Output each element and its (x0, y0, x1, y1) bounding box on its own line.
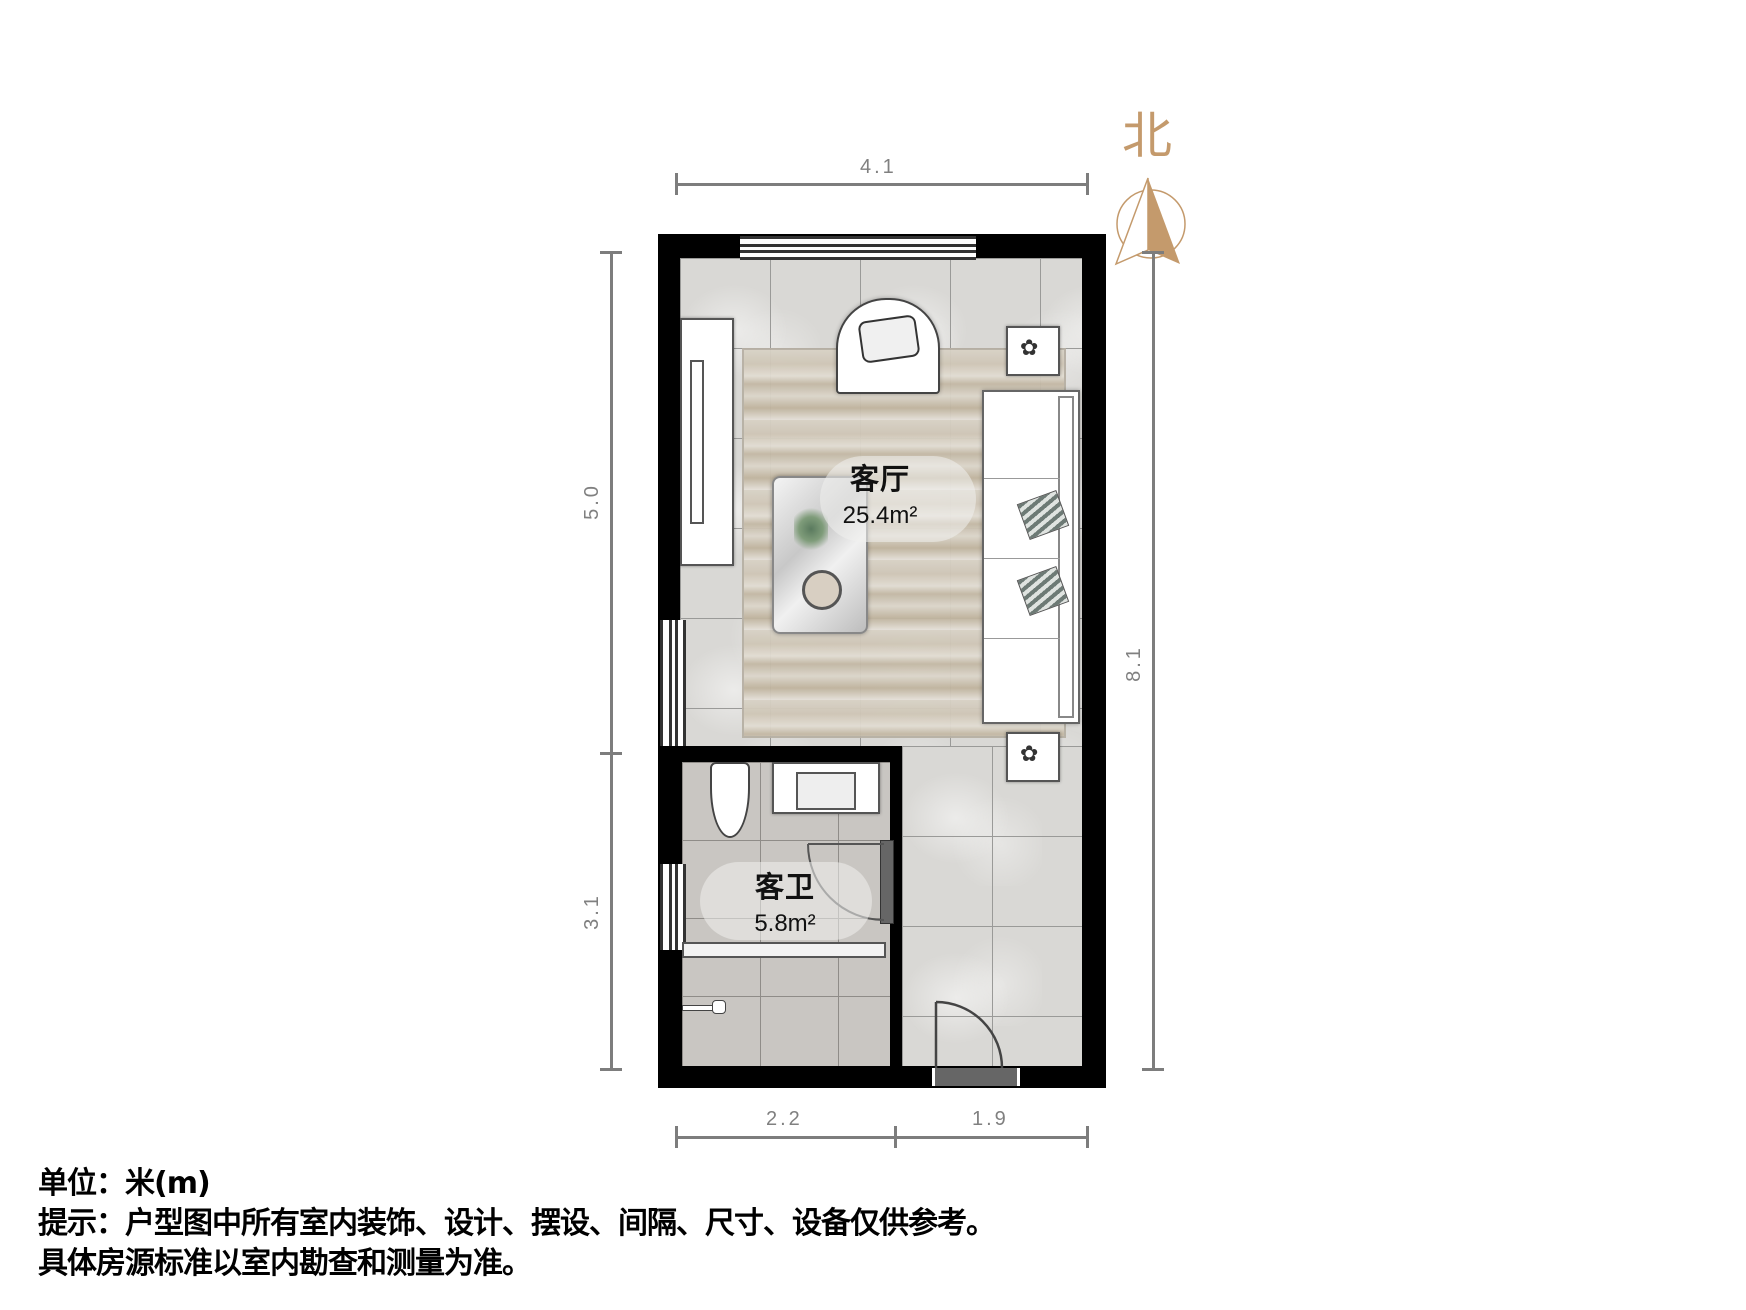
toilet (710, 762, 750, 838)
flower-icon: ✿ (1020, 336, 1039, 361)
compass: 北 (1108, 96, 1198, 276)
side-table-bottom: ✿ (1006, 732, 1060, 782)
window-left-living (660, 620, 686, 746)
shower-fixture (682, 1000, 726, 1014)
room-name: 客卫 (754, 870, 815, 904)
sofa (982, 390, 1080, 724)
bowl-icon (802, 570, 842, 610)
shower-screen (682, 942, 886, 958)
entrance-door-swing (934, 1000, 1004, 1069)
north-arrow-icon (1114, 177, 1186, 266)
tv (690, 360, 704, 524)
side-table-top: ✿ (1006, 326, 1060, 376)
unit-note: 单位：米(m) (38, 1166, 211, 1201)
bathroom-door[interactable] (880, 840, 894, 924)
window-top (740, 236, 976, 260)
bathroom-wall-right (890, 746, 902, 1068)
dimension-bottom-left-label: 2.2 (766, 1108, 803, 1130)
sofa-back (1058, 396, 1074, 718)
room-area: 25.4m² (842, 502, 918, 529)
bathroom-label-bg (700, 862, 872, 940)
bathroom-wall-top (680, 746, 902, 762)
dimension-bottom-right-label: 1.9 (972, 1108, 1009, 1130)
disclaimer-line-1: 提示：户型图中所有室内装饰、设计、摆设、间隔、尺寸、设备仅供参考。 (38, 1206, 996, 1241)
armchair-cushion (857, 314, 921, 364)
room-area: 5.8m² (754, 910, 816, 937)
compass-north-label: 北 (1122, 107, 1172, 165)
entrance-door[interactable] (932, 1068, 1020, 1086)
armchair (836, 298, 940, 394)
vanity-sink (772, 762, 880, 814)
living-room-label-bg (820, 456, 976, 542)
dimension-top-label: 4.1 (860, 156, 897, 178)
flower-icon: ✿ (1020, 742, 1039, 767)
corridor-floor (902, 746, 1082, 1066)
bathroom-label: 客卫 5.8m² (715, 864, 855, 938)
room-name: 客厅 (849, 462, 910, 496)
disclaimer-line-2: 具体房源标准以室内勘查和测量为准。 (38, 1246, 532, 1281)
window-left-bathroom (660, 864, 686, 950)
living-room-label: 客厅 25.4m² (810, 456, 950, 530)
tv-cabinet (680, 318, 734, 566)
sink-basin (796, 772, 856, 810)
